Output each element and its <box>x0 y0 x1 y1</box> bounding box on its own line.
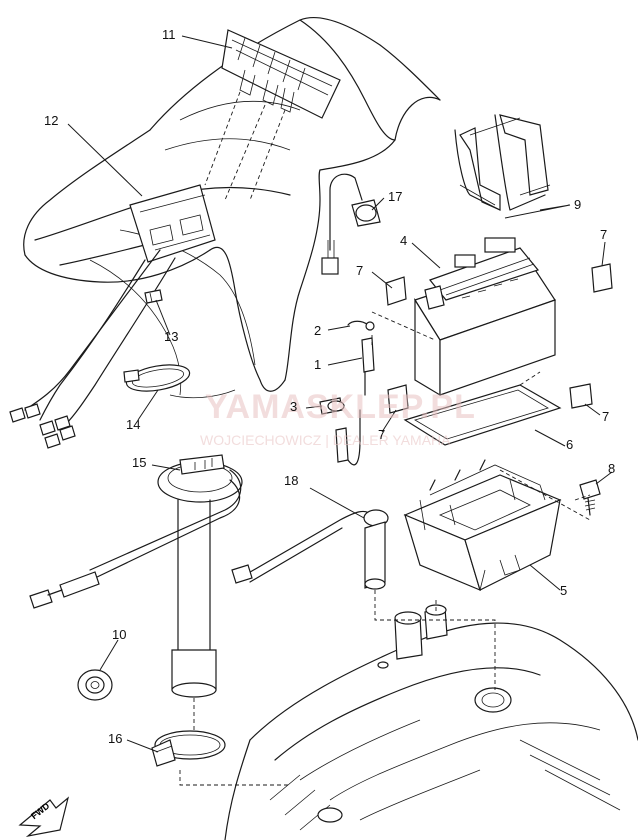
callout-18: 18 <box>284 473 299 488</box>
battery <box>414 237 556 397</box>
callout-12: 12 <box>44 113 59 128</box>
leader-lines <box>67 35 613 753</box>
grommet <box>77 669 113 701</box>
wire-harness-left <box>9 249 176 449</box>
callout-10: 10 <box>112 627 127 642</box>
relay-sensor <box>321 173 381 275</box>
clip-part <box>144 289 163 304</box>
meter-assembly <box>204 29 341 201</box>
hose-clamp <box>151 730 226 767</box>
callout-7-bottom-left: 7 <box>378 427 386 442</box>
cable-tie <box>123 364 191 392</box>
fuel-tank <box>224 622 638 840</box>
callout-6: 6 <box>566 437 574 452</box>
watermark-main: YAMASKLEP.PL <box>205 388 476 426</box>
callout-2: 2 <box>314 323 322 338</box>
assembly-dashes <box>371 311 591 690</box>
callout-7-top-left: 7 <box>356 263 364 278</box>
callout-3: 3 <box>290 399 298 414</box>
body-outline <box>23 17 441 399</box>
callout-8: 8 <box>608 461 616 476</box>
callout-1: 1 <box>314 357 322 372</box>
callout-17: 17 <box>388 189 403 204</box>
battery-box <box>403 459 562 592</box>
callout-5: 5 <box>560 583 568 598</box>
pads <box>385 263 613 414</box>
fuel-pump-cylinders <box>394 604 448 660</box>
callout-14: 14 <box>126 417 141 432</box>
terminal-parts <box>319 320 375 466</box>
bolt <box>579 479 601 516</box>
battery-bands <box>454 114 551 211</box>
fuel-sender <box>29 454 243 698</box>
fwd-arrow <box>18 796 70 838</box>
watermark-sub: WOJCIECHOWICZ | DEALER YAMAHA <box>200 432 451 448</box>
callout-13: 13 <box>164 329 179 344</box>
callout-9: 9 <box>574 197 582 212</box>
callout-15: 15 <box>132 455 147 470</box>
callout-7-bottom-right: 7 <box>602 409 610 424</box>
sensor-bracket <box>129 184 216 263</box>
callout-11: 11 <box>162 27 176 42</box>
callout-7-top-right: 7 <box>600 227 608 242</box>
callout-4: 4 <box>400 233 408 248</box>
sensor-18 <box>231 509 389 590</box>
callout-16: 16 <box>108 731 123 746</box>
battery-tray-mat <box>403 384 562 446</box>
